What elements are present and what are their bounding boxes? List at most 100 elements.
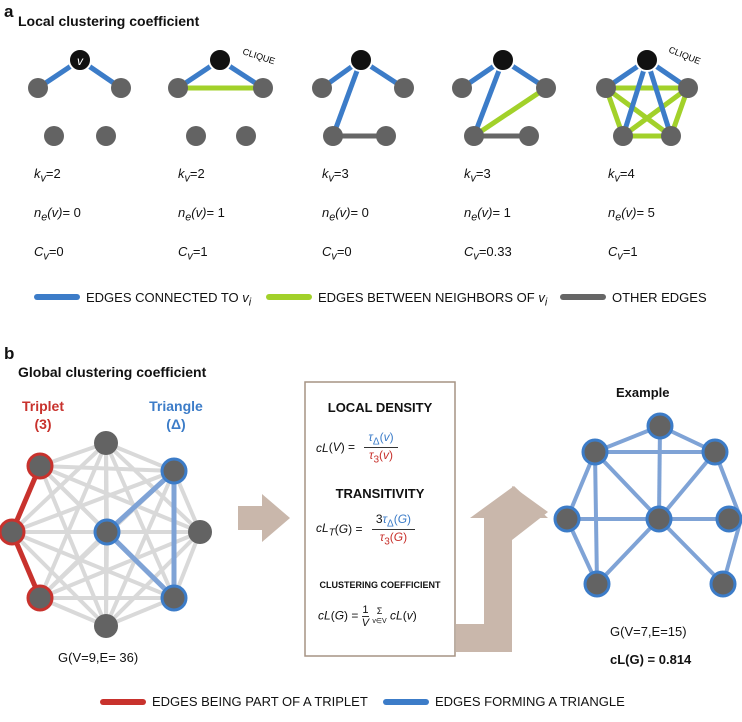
node-triplet	[26, 584, 54, 612]
legend-swatch-neighbors	[266, 294, 312, 300]
stat-ne-2: ne(v)= 1	[178, 205, 225, 224]
graph-2: CLIQUE	[168, 46, 276, 146]
node-triplet	[26, 452, 54, 480]
node-v	[208, 48, 232, 72]
edge-between-neighbors	[472, 85, 548, 139]
legend-swatch-other	[560, 294, 606, 300]
legend-label-connected: EDGES CONNECTED TO vi	[86, 290, 252, 309]
arrow-right	[238, 494, 290, 542]
arrow-head	[512, 486, 548, 540]
node-v-label: v	[77, 54, 84, 68]
local-density-heading: LOCAL DENSITY	[327, 400, 433, 415]
legend-label-neighbors: EDGES BETWEEN NEIGHBORS OF vi	[318, 290, 548, 309]
triangle-edges	[105, 469, 177, 600]
left-graph-caption: G(V=9,E= 36)	[58, 650, 139, 665]
triplet-edges	[9, 465, 43, 599]
stat-k-4: kv=3	[464, 166, 491, 185]
edge-connected	[471, 59, 506, 137]
node	[28, 78, 48, 98]
node	[236, 126, 256, 146]
transitivity-heading: TRANSITIVITY	[335, 486, 425, 501]
stat-k-3: kv=3	[322, 166, 349, 185]
node	[323, 126, 343, 146]
node	[519, 126, 539, 146]
legend-swatch-triangle	[383, 699, 429, 705]
node-v	[635, 48, 659, 72]
triplet-label: Triplet	[21, 398, 64, 414]
graph-4	[452, 48, 556, 146]
example-result: cL(G) = 0.814	[610, 652, 692, 667]
edge-connected	[620, 59, 650, 137]
triangle-label: Triangle	[149, 398, 203, 414]
node-triangle	[160, 457, 188, 485]
panel-b-letter: b	[4, 344, 15, 363]
node	[188, 520, 212, 544]
legend-label-other: OTHER EDGES	[612, 290, 707, 305]
legend-swatch-connected	[34, 294, 80, 300]
stat-c-5: Cv=1	[608, 244, 638, 263]
triangle-symbol: (Δ)	[166, 416, 186, 432]
node	[111, 78, 131, 98]
node	[186, 126, 206, 146]
example-edges	[565, 424, 742, 586]
stat-ne-4: ne(v)= 1	[464, 205, 511, 224]
graph-3	[312, 48, 414, 146]
complete-graph-edges	[10, 441, 202, 628]
node	[44, 126, 64, 146]
graph-1: v	[28, 48, 131, 146]
panel-a-letter: a	[4, 2, 14, 21]
clique-label: CLIQUE	[667, 45, 702, 67]
panel-b-title: Global clustering coefficient	[18, 364, 207, 380]
node-triangle	[93, 518, 121, 546]
stat-c-2: Cv=1	[178, 244, 208, 263]
node	[96, 126, 116, 146]
node	[94, 431, 118, 455]
edge-connected	[330, 59, 364, 137]
node	[661, 126, 681, 146]
node	[464, 126, 484, 146]
panel-a-graphs: v CLIQUE	[28, 45, 702, 146]
example-nodes	[553, 412, 742, 598]
node-v	[349, 48, 373, 72]
node	[452, 78, 472, 98]
panel-a-title: Local clustering coefficient	[18, 13, 200, 29]
stat-k-1: kv=2	[34, 166, 61, 185]
clustering-coefficient-heading: CLUSTERING COEFFICIENT	[319, 580, 441, 590]
node	[94, 614, 118, 638]
transitivity-formula: cLT(G) = 3τΔ(G) τ3(G)	[316, 512, 416, 548]
stat-ne-1: ne(v)= 0	[34, 205, 81, 224]
clique-label: CLIQUE	[241, 46, 276, 66]
stat-ne-3: ne(v)= 0	[322, 205, 369, 224]
complete-graph-nodes	[0, 431, 212, 638]
node	[168, 78, 188, 98]
node	[394, 78, 414, 98]
edge-between-neighbors	[621, 85, 690, 139]
graph-5: CLIQUE	[596, 45, 702, 146]
stat-c-3: Cv=0	[322, 244, 352, 263]
stat-k-2: kv=2	[178, 166, 205, 185]
arrow-up-right	[456, 486, 548, 652]
edge-between-neighbors	[604, 85, 673, 139]
example-caption: G(V=7,E=15)	[610, 624, 687, 639]
node	[312, 78, 332, 98]
node-v	[491, 48, 515, 72]
stat-k-5: kv=4	[608, 166, 635, 185]
stat-ne-5: ne(v)= 5	[608, 205, 655, 224]
legend-label-triplet: EDGES BEING PART OF A TRIPLET	[152, 694, 368, 709]
node-triplet	[0, 518, 26, 546]
stat-c-4: Cv=0.33	[464, 244, 512, 263]
stat-c-1: Cv=0	[34, 244, 64, 263]
node	[253, 78, 273, 98]
legend-label-triangle: EDGES FORMING A TRIANGLE	[435, 694, 625, 709]
node	[376, 126, 396, 146]
node	[613, 126, 633, 146]
node	[536, 78, 556, 98]
edge-connected	[644, 59, 674, 137]
local-density-formula: cL(V) = τΔ(v) τ3(v)	[316, 430, 398, 466]
node	[678, 78, 698, 98]
legend-swatch-triplet	[100, 699, 146, 705]
node-triangle	[160, 584, 188, 612]
triplet-count: (3)	[34, 416, 52, 432]
example-title: Example	[616, 385, 670, 400]
